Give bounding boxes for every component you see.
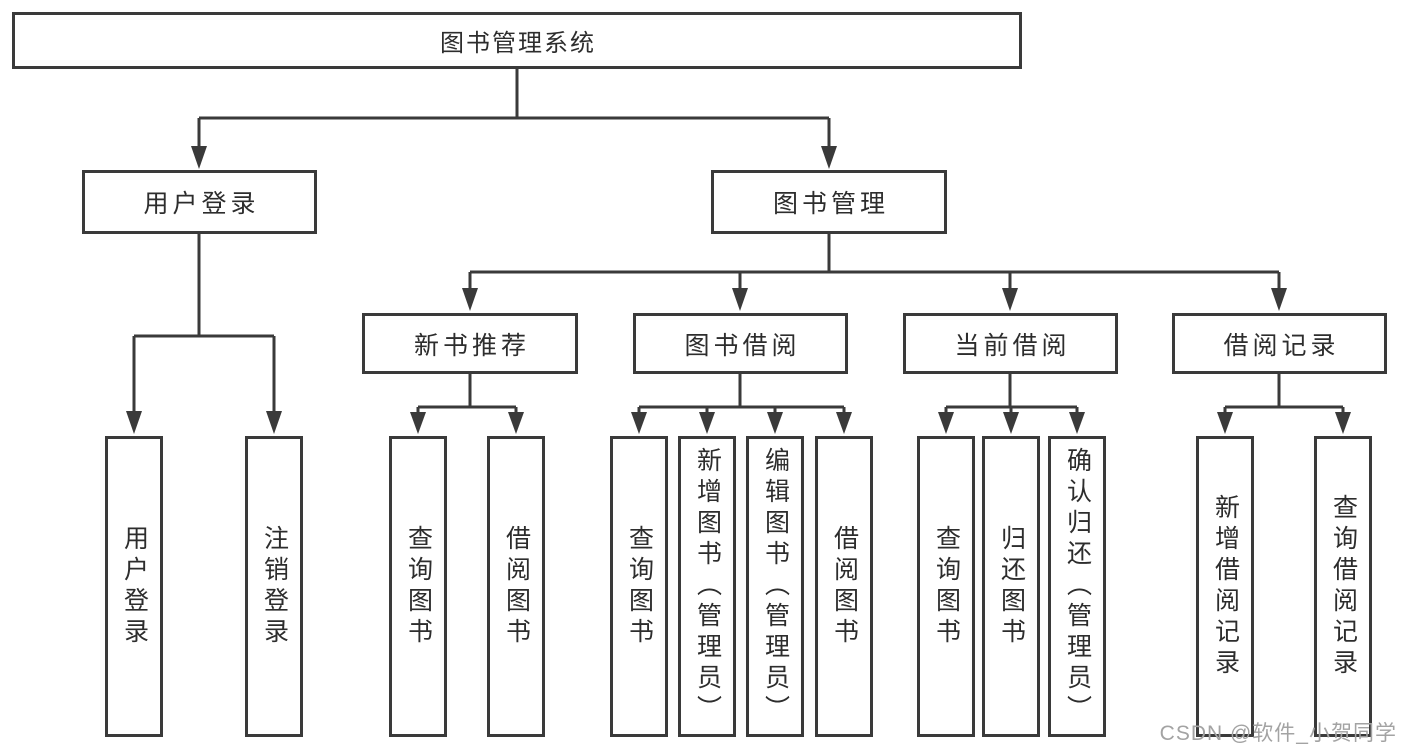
node-label: 查询借阅记录 — [1329, 493, 1358, 680]
node-label: 借阅图书 — [502, 524, 531, 649]
node-user-login: 用户登录 — [82, 170, 317, 234]
node-label: 确认归还（管理员） — [1063, 447, 1092, 726]
leaf-query-books-borrow: 查询图书 — [610, 436, 668, 737]
leaf-borrow-books-recommend: 借阅图书 — [487, 436, 545, 737]
leaf-logout: 注销登录 — [245, 436, 303, 737]
arrowhead — [1003, 412, 1019, 434]
node-book-management: 图书管理 — [711, 170, 947, 234]
arrowhead — [1335, 412, 1351, 434]
node-current-borrow: 当前借阅 — [903, 313, 1118, 374]
node-label: 新增图书（管理员） — [693, 447, 722, 726]
arrowhead — [191, 146, 207, 169]
leaf-query-books-recommend: 查询图书 — [389, 436, 447, 737]
node-new-book-recommend: 新书推荐 — [362, 313, 578, 374]
leaf-query-books-current: 查询图书 — [917, 436, 975, 737]
connector-recommend-to-leaves — [416, 374, 518, 413]
arrowhead — [266, 411, 282, 434]
node-label: 编辑图书（管理员） — [761, 447, 790, 726]
leaf-query-borrow-record: 查询借阅记录 — [1314, 436, 1372, 737]
node-label: 查询图书 — [932, 524, 961, 649]
leaf-user-login: 用户登录 — [105, 436, 163, 737]
connector-borrow-to-leaves — [637, 374, 846, 413]
arrowhead — [631, 412, 647, 434]
arrowhead — [699, 412, 715, 434]
node-label: 图书管理 — [772, 190, 889, 218]
connector-current-to-leaves — [944, 374, 1079, 413]
connector-root-to-level2 — [197, 69, 831, 147]
node-label: 用户登录 — [143, 190, 260, 218]
node-label: 查询图书 — [404, 524, 433, 649]
node-label: 借阅图书 — [830, 524, 859, 649]
leaf-edit-book-admin: 编辑图书（管理员） — [746, 436, 804, 737]
node-label: 当前借阅 — [954, 331, 1071, 360]
connector-records-to-leaves — [1223, 374, 1345, 413]
node-borrow-records: 借阅记录 — [1172, 313, 1387, 374]
arrowhead — [1002, 288, 1018, 311]
arrowhead — [462, 288, 478, 311]
node-label: 注销登录 — [260, 524, 289, 649]
arrowhead — [126, 411, 142, 434]
arrowhead — [1217, 412, 1233, 434]
connector-mgmt-to-level3 — [468, 234, 1281, 289]
node-library-system: 图书管理系统 — [12, 12, 1022, 69]
connector-login-to-leaves — [132, 234, 276, 411]
leaf-return-books: 归还图书 — [982, 436, 1040, 737]
leaf-borrow-books-2: 借阅图书 — [815, 436, 873, 737]
node-book-borrow: 图书借阅 — [633, 313, 848, 374]
node-label: 查询图书 — [625, 524, 654, 649]
arrowhead — [732, 288, 748, 311]
arrowhead — [836, 412, 852, 434]
node-label: 新增借阅记录 — [1211, 493, 1240, 680]
node-label: 归还图书 — [997, 524, 1026, 649]
arrowhead — [821, 146, 837, 169]
watermark: CSDN @软件_小贺同学 — [1159, 722, 1397, 745]
node-label: 图书管理系统 — [440, 30, 596, 57]
arrowhead — [767, 412, 783, 434]
leaf-confirm-return-admin: 确认归还（管理员） — [1048, 436, 1106, 737]
arrowhead — [508, 412, 524, 434]
arrowhead — [938, 412, 954, 434]
leaf-add-book-admin: 新增图书（管理员） — [678, 436, 736, 737]
node-label: 图书借阅 — [684, 331, 801, 360]
arrowhead — [1271, 288, 1287, 311]
node-label: 用户登录 — [120, 524, 149, 649]
arrowhead — [1069, 412, 1085, 434]
leaf-add-borrow-record: 新增借阅记录 — [1196, 436, 1254, 737]
arrowhead — [410, 412, 426, 434]
node-label: 借阅记录 — [1223, 331, 1340, 360]
node-label: 新书推荐 — [413, 331, 530, 360]
